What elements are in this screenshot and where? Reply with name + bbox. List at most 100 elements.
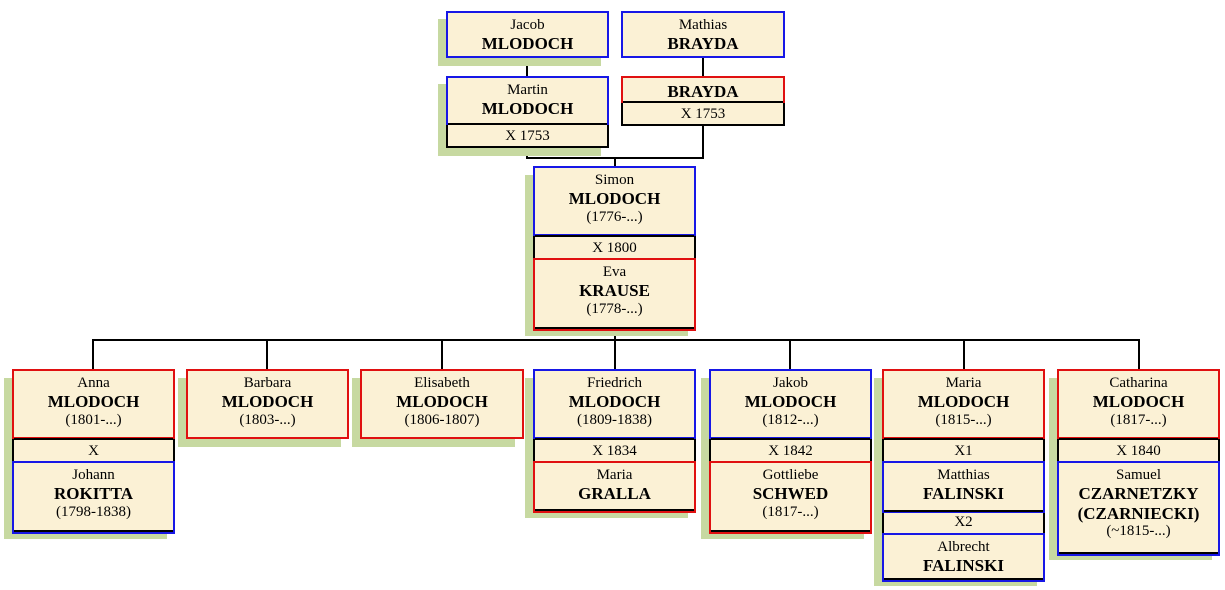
marriage-label: X 1753: [505, 128, 550, 144]
marriage-label: X2: [954, 514, 973, 530]
life-dates: (1798-1838): [56, 503, 131, 520]
life-dates: (1778-...): [586, 300, 643, 317]
johann-name: Johann ROKITTA (1798-1838): [14, 467, 173, 521]
couple-anna-johann: Anna MLODOCH (1801-...) X Johann ROKITTA…: [12, 369, 175, 534]
couple-simon-eva: Simon MLODOCH (1776-...) X 1800 Eva KRAU…: [533, 166, 696, 331]
maria-name: Maria MLODOCH (1815-...): [884, 375, 1043, 429]
marriage-label: X 1842: [768, 443, 813, 459]
life-dates: (1817-...): [1110, 411, 1167, 428]
separator: [535, 235, 694, 237]
gralla-box: [533, 461, 696, 513]
given-name: Johann: [72, 467, 115, 483]
person-mathias: Mathias BRAYDA: [621, 11, 785, 58]
surname: MLODOCH: [221, 392, 314, 412]
given-name: Mathias: [678, 17, 728, 33]
surname: SCHWED: [752, 484, 829, 504]
simon-name: Simon MLODOCH (1776-...): [535, 172, 694, 226]
surname: CZARNETZKY: [1078, 484, 1199, 504]
given-name: Elisabeth: [414, 375, 470, 391]
given-name: Anna: [77, 375, 110, 391]
line-mathias-brayda: [702, 58, 704, 76]
marriage-label: X 1840: [1116, 443, 1161, 459]
separator: [14, 438, 173, 440]
couple-friedrich-maria: Friedrich MLODOCH (1809-1838) X 1834 Mar…: [533, 369, 696, 513]
separator: [623, 101, 783, 103]
marriage-label: X: [88, 443, 99, 459]
surname: BRAYDA: [667, 82, 739, 101]
line-to-simon: [614, 157, 616, 167]
gottliebe-box: [709, 461, 872, 534]
surname: FALINSKI: [923, 484, 1004, 504]
life-dates: (1817-...): [762, 503, 819, 520]
surname: BRAYDA: [667, 34, 739, 54]
given-name: Barbara: [243, 375, 292, 391]
couple-catharina-samuel: Catharina MLODOCH (1817-...) X 1840 Samu…: [1057, 369, 1220, 556]
albrecht-box: [882, 533, 1045, 582]
surname: MLODOCH: [568, 392, 661, 412]
samuel-name: Samuel CZARNETZKY (CZARNIECKI) (~1815-..…: [1059, 467, 1218, 541]
line-child-barbara: [266, 339, 268, 370]
given-name: Martin: [507, 82, 548, 98]
given-name: Friedrich: [587, 375, 642, 391]
eva-box: [533, 258, 696, 331]
person-martin: Martin MLODOCH X 1753: [446, 76, 609, 148]
given-name: Maria: [945, 375, 982, 391]
friedrich-name: Friedrich MLODOCH (1809-1838): [535, 375, 694, 429]
line-child-maria: [963, 339, 965, 370]
eva-name: Eva KRAUSE (1778-...): [535, 264, 694, 318]
line-brayda-down: [702, 125, 704, 158]
life-dates: (1815-...): [935, 411, 992, 428]
anna-name: Anna MLODOCH (1801-...): [14, 375, 173, 429]
surname: MLODOCH: [1092, 392, 1185, 412]
marriage-label: X 1834: [592, 443, 637, 459]
line-child-anna: [92, 339, 94, 370]
line-child-jakob: [789, 339, 791, 370]
given-name: Eva: [602, 264, 627, 280]
surname: MLODOCH: [396, 392, 488, 412]
samuel-box: [1057, 461, 1220, 556]
given-name: Gottliebe: [762, 467, 819, 483]
separator: [884, 438, 1043, 440]
surname: MLODOCH: [47, 392, 140, 412]
line-child-friedrich: [614, 339, 616, 370]
surname: KRAUSE: [579, 281, 650, 301]
given-name: Matthias: [937, 467, 990, 483]
given-name: Albrecht: [937, 539, 990, 555]
surname: MLODOCH: [481, 34, 574, 54]
given-name: Jacob: [510, 17, 545, 33]
life-dates: (1812-...): [762, 411, 819, 428]
person-brayda: BRAYDA X 1753: [621, 76, 785, 126]
given-name: Maria: [596, 467, 633, 483]
life-dates: (1809-1838): [577, 411, 652, 428]
couple-jakob-gottliebe: Jakob MLODOCH (1812-...) X 1842 Gottlieb…: [709, 369, 872, 534]
surname: GRALLA: [578, 484, 651, 504]
person-jacob: Jacob MLODOCH: [446, 11, 609, 58]
surname: ROKITTA: [53, 484, 134, 504]
given-name: Jakob: [773, 375, 808, 391]
line-child-elisabeth: [441, 339, 443, 370]
surname: MLODOCH: [917, 392, 1010, 412]
life-dates: (1803-...): [239, 411, 296, 428]
marriage-label: X 1800: [592, 240, 637, 256]
brayda-name: BRAYDA: [623, 82, 783, 102]
separator: [884, 510, 1043, 512]
separator: [1059, 438, 1218, 440]
separator: [535, 438, 694, 440]
life-dates: (1806-1807): [404, 411, 480, 428]
johann-box: [12, 461, 175, 534]
separator: [711, 438, 870, 440]
catharina-name: Catharina MLODOCH (1817-...): [1059, 375, 1218, 429]
person-barbara: Barbara MLODOCH (1803-...): [186, 369, 349, 439]
surname: MLODOCH: [744, 392, 837, 412]
surname: MLODOCH: [568, 189, 661, 209]
person-elisabeth: Elisabeth MLODOCH (1806-1807): [360, 369, 524, 439]
jakob-name: Jakob MLODOCH (1812-...): [711, 375, 870, 429]
family-maria: Maria MLODOCH (1815-...) X1 Matthias FAL…: [882, 369, 1045, 582]
matthias-box: [882, 461, 1045, 513]
separator: [448, 123, 607, 125]
surname-alt: (CZARNIECKI): [1077, 503, 1200, 523]
marriage-label: X1: [954, 443, 973, 459]
life-dates: (~1815-...): [1106, 523, 1171, 540]
surname: MLODOCH: [481, 99, 574, 119]
